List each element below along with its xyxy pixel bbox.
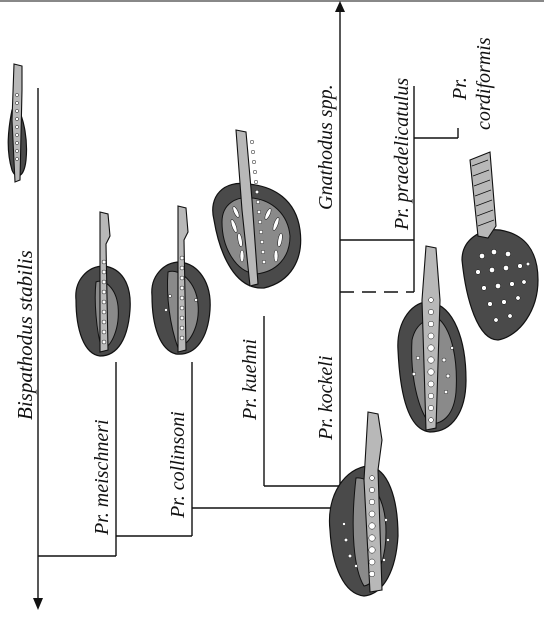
label-bispathodus-stabilis: Bispathodus stabilis (13, 250, 37, 420)
element-pr-collinsoni (151, 205, 211, 355)
element-pr-kockeli (328, 411, 399, 597)
up-arrow-icon (335, 1, 345, 12)
label-gnathodus-spp: Gnathodus spp. (315, 84, 337, 210)
element-pr-praedelicatulus (397, 245, 467, 433)
label-pr-kockeli: Pr. kockeli (315, 356, 337, 441)
taxon-labels: Bispathodus stabilis Pr. meischneri Pr. … (13, 37, 495, 536)
element-bispathodus-stabilis (7, 63, 28, 183)
cladogram-branches (33, 1, 459, 610)
label-pr-collinsoni: Pr. collinsoni (167, 411, 189, 519)
label-pr-cordiformis-line2: cordiformis (473, 37, 495, 130)
label-pr-meischneri: Pr. meischneri (91, 419, 113, 536)
element-pr-cordiformis (461, 151, 539, 341)
label-pr-cordiformis-line1: Pr. (449, 77, 471, 101)
label-pr-praedelicatulus: Pr. praedelicatulus (391, 78, 413, 231)
label-pr-kuehni: Pr. kuehni (239, 339, 261, 421)
element-pr-meischneri (75, 211, 131, 357)
element-pr-kuehni (212, 129, 302, 289)
down-arrow-icon (33, 598, 43, 610)
